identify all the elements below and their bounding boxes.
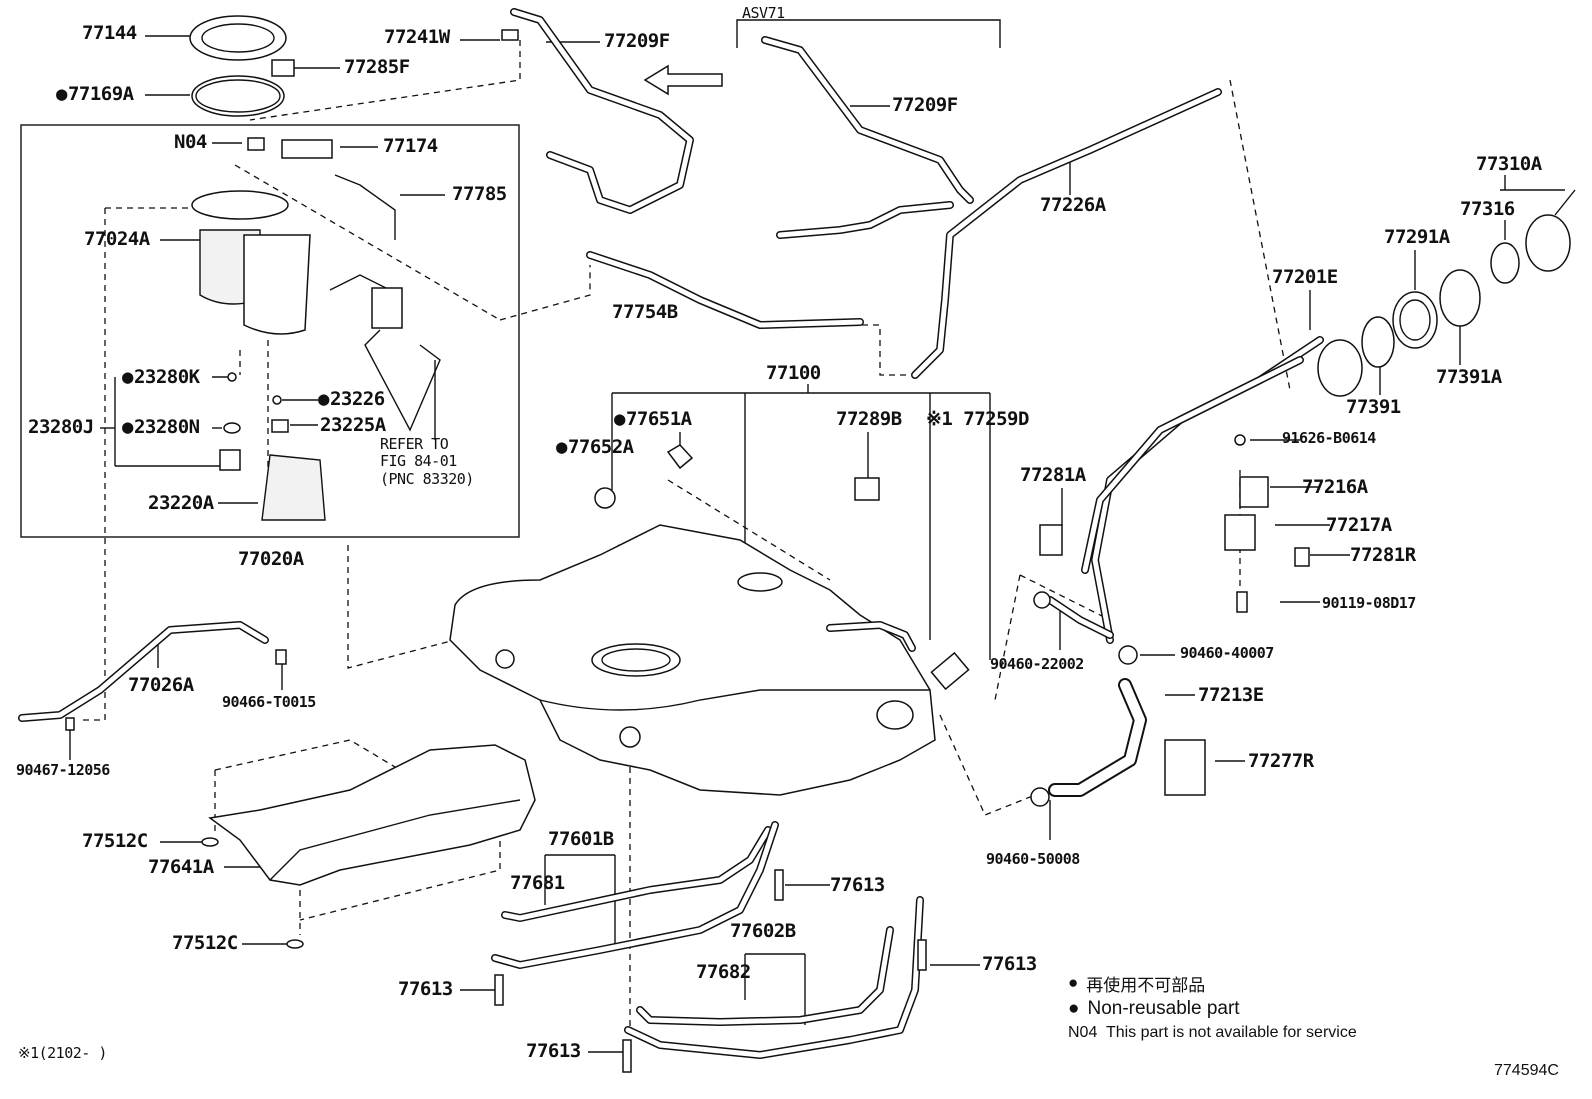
label-77391A[interactable]: 77391A <box>1436 366 1502 388</box>
legend-row-n04: N04 This part is not available for servi… <box>1068 1022 1357 1044</box>
bullet-dot-icon: ● <box>1068 998 1080 1019</box>
refer-note-line3: (PNC 83320) <box>380 469 474 488</box>
variant-bracket <box>736 19 1001 48</box>
label-77174[interactable]: 77174 <box>383 135 438 157</box>
refer-note: REFER TO FIG 84-01 (PNC 83320) <box>380 435 474 488</box>
label-77216A[interactable]: 77216A <box>1302 476 1368 498</box>
label-90460-22002[interactable]: 90460-22002 <box>990 655 1084 673</box>
label-23280N[interactable]: 23280N <box>122 418 200 437</box>
protector-shape <box>201 744 536 949</box>
label-77201E[interactable]: 77201E <box>1272 266 1338 288</box>
label-77613-c[interactable]: 77613 <box>398 978 453 1000</box>
label-23225A[interactable]: 23225A <box>320 414 386 436</box>
label-77682[interactable]: 77682 <box>696 961 751 983</box>
label-23226[interactable]: 23226 <box>318 390 385 409</box>
label-77281R[interactable]: 77281R <box>1350 544 1416 566</box>
label-77316[interactable]: 77316 <box>1460 198 1515 220</box>
gasket-shape <box>191 75 285 117</box>
label-77289B[interactable]: 77289B <box>836 408 902 430</box>
legend: ● 再使用不可部品 ● Non-reusable part N04 This p… <box>1068 970 1357 1044</box>
label-77100[interactable]: 77100 <box>766 362 821 384</box>
label-77217A[interactable]: 77217A <box>1326 514 1392 536</box>
label-77641A[interactable]: 77641A <box>148 856 214 878</box>
label-23220A[interactable]: 23220A <box>148 492 214 514</box>
label-90460-40007[interactable]: 90460-40007 <box>1180 644 1274 662</box>
label-77310A[interactable]: 77310A <box>1476 153 1542 175</box>
fuel-tank-shape <box>449 444 970 796</box>
label-77512C-b[interactable]: 77512C <box>172 932 238 954</box>
tank-bands <box>491 821 927 1073</box>
label-77020A[interactable]: 77020A <box>238 548 304 570</box>
legend-jp-text: 再使用不可部品 <box>1086 975 1206 995</box>
sender-gauge-shape <box>219 274 441 521</box>
label-77754B[interactable]: 77754B <box>612 301 678 323</box>
leader-lines <box>69 35 1565 1053</box>
label-77291A[interactable]: 77291A <box>1384 226 1450 248</box>
pump-assembly-box <box>20 124 520 538</box>
retainer-ring-shape <box>189 15 287 61</box>
label-77281A[interactable]: 77281A <box>1020 464 1086 486</box>
label-77144[interactable]: 77144 <box>82 22 137 44</box>
filler-parts-shape <box>65 29 1576 807</box>
label-77651A[interactable]: 77651A <box>614 410 692 429</box>
label-90460-50008[interactable]: 90460-50008 <box>986 850 1080 868</box>
label-77785[interactable]: 77785 <box>452 183 507 205</box>
label-N04[interactable]: N04 <box>174 131 207 153</box>
label-23280J[interactable]: 23280J <box>28 416 94 438</box>
footnote: ※1(2102- ) <box>18 1044 107 1062</box>
hoses <box>18 8 1324 797</box>
label-77209F-b[interactable]: 77209F <box>892 94 958 116</box>
label-77226A[interactable]: 77226A <box>1040 194 1106 216</box>
label-23280K[interactable]: 23280K <box>122 368 200 387</box>
label-90466-T0015[interactable]: 90466-T0015 <box>222 693 316 711</box>
label-77241W[interactable]: 77241W <box>384 26 450 48</box>
label-77681[interactable]: 77681 <box>510 872 565 894</box>
label-77602B[interactable]: 77602B <box>730 920 796 942</box>
refer-note-line2: FIG 84-01 <box>380 452 457 471</box>
refer-note-line1: REFER TO <box>380 435 449 453</box>
label-77024A[interactable]: 77024A <box>84 228 150 250</box>
label-77026A[interactable]: 77026A <box>128 674 194 696</box>
label-77277R[interactable]: 77277R <box>1248 750 1314 772</box>
label-77259D[interactable]: ※1 77259D <box>926 408 1029 430</box>
label-77209F-a[interactable]: 77209F <box>604 30 670 52</box>
label-77601B[interactable]: 77601B <box>548 828 614 850</box>
direction-arrow <box>643 64 723 96</box>
label-77213E[interactable]: 77213E <box>1198 684 1264 706</box>
variant-label: ASV71 <box>742 4 785 22</box>
legend-row-en: ● Non-reusable part <box>1068 996 1357 1022</box>
connector-shape <box>271 59 295 77</box>
label-77285F[interactable]: 77285F <box>344 56 410 78</box>
bullet-dot-icon: ● <box>1068 973 1079 992</box>
label-77391[interactable]: 77391 <box>1346 396 1401 418</box>
legend-row-jp: ● 再使用不可部品 <box>1068 970 1357 996</box>
label-91626-B0614[interactable]: 91626-B0614 <box>1282 429 1376 447</box>
figure-code: 774594C <box>1494 1062 1559 1079</box>
label-90467-12056[interactable]: 90467-12056 <box>16 761 110 779</box>
label-77169A[interactable]: 77169A <box>56 85 134 104</box>
legend-n04-text: N04 This part is not available for servi… <box>1068 1024 1357 1041</box>
label-77613-b[interactable]: 77613 <box>982 953 1037 975</box>
label-77613-a[interactable]: 77613 <box>830 874 885 896</box>
label-77512C-a[interactable]: 77512C <box>82 830 148 852</box>
fuel-pump-shape <box>191 139 396 335</box>
label-77613-d[interactable]: 77613 <box>526 1040 581 1062</box>
label-90119-08D17[interactable]: 90119-08D17 <box>1322 594 1416 612</box>
label-77652A[interactable]: 77652A <box>556 438 634 457</box>
legend-en-text: Non-reusable part <box>1087 998 1240 1019</box>
